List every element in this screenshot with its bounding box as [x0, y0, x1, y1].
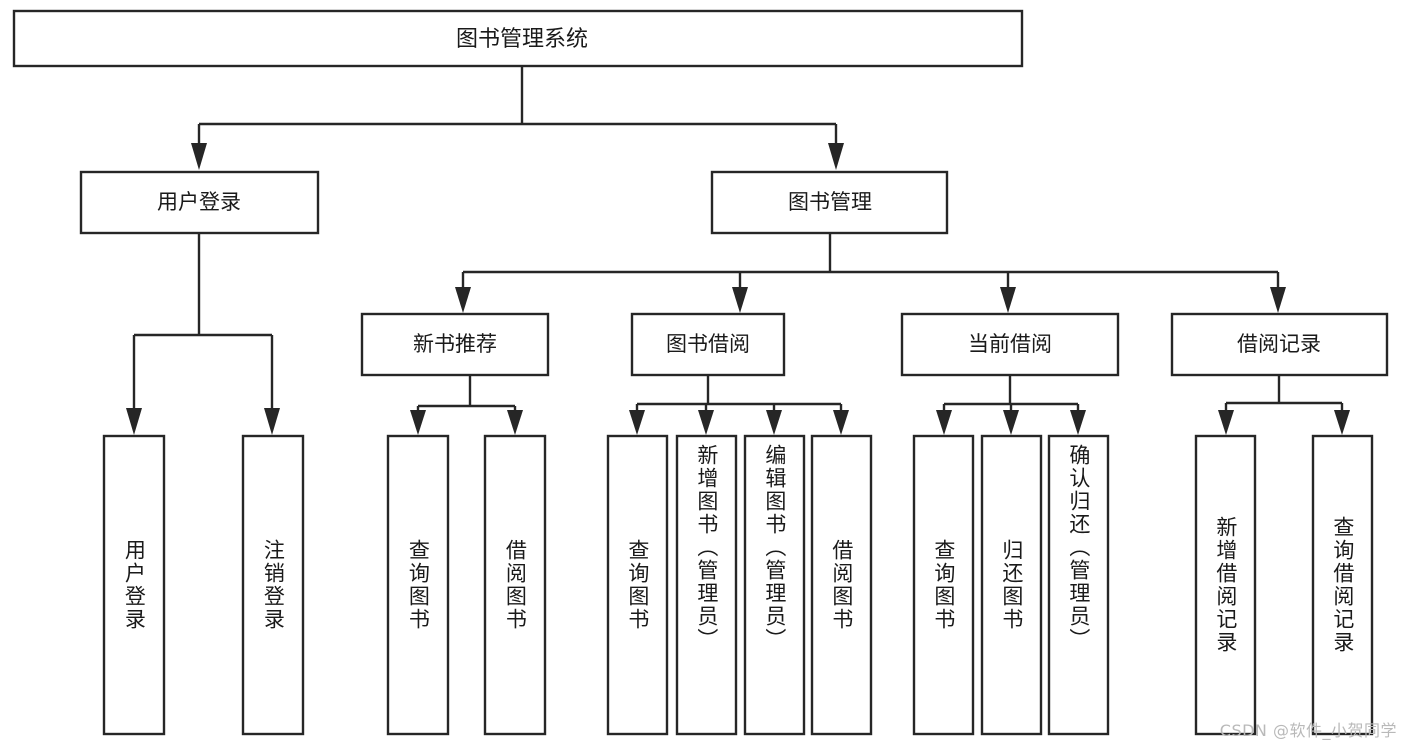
leaf-box-user-login[interactable]	[102, 434, 166, 736]
leaf-box-br-add-record[interactable]	[1194, 434, 1257, 736]
node-borrow-record[interactable]: 借阅记录	[1170, 312, 1389, 377]
connector-bookmgmt-to-level3	[455, 233, 1286, 313]
csdn-watermark: CSDN @软件_小贺同学	[1219, 721, 1397, 740]
leaf-box-logout[interactable]	[241, 434, 305, 736]
node-root-system[interactable]: 图书管理系统	[12, 9, 1024, 68]
leaf-box-bb-edit-book[interactable]	[743, 434, 806, 736]
node-current-borrow-label: 当前借阅	[968, 332, 1052, 356]
node-book-borrow-label: 图书借阅	[666, 332, 750, 356]
node-book-management[interactable]: 图书管理	[710, 170, 949, 235]
leaf-box-br-query-record[interactable]	[1311, 434, 1374, 736]
node-user-login[interactable]: 用户登录	[79, 170, 320, 235]
leaf-box-bb-query-book[interactable]	[606, 434, 669, 736]
leaf-box-nb-borrow-book[interactable]	[483, 434, 547, 736]
leaf-box-cb-confirm-return[interactable]	[1047, 434, 1110, 736]
connector-borrowrecord-to-leaves	[1218, 375, 1350, 435]
node-borrow-record-label: 借阅记录	[1237, 332, 1321, 356]
connector-currentborrow-to-leaves	[936, 375, 1086, 435]
node-new-book-recommend-label: 新书推荐	[413, 332, 497, 356]
connector-root-to-level2	[191, 66, 844, 170]
node-user-login-label: 用户登录	[157, 190, 241, 214]
node-new-book-recommend[interactable]: 新书推荐	[360, 312, 550, 377]
leaf-box-bb-add-book[interactable]	[675, 434, 738, 736]
node-book-borrow[interactable]: 图书借阅	[630, 312, 786, 377]
leaf-box-nb-query-book[interactable]	[386, 434, 450, 736]
connector-newbook-to-leaves	[410, 375, 523, 435]
leaf-box-bb-borrow-book[interactable]	[810, 434, 873, 736]
connector-bookborrow-to-leaves	[629, 375, 849, 435]
node-book-management-label: 图书管理	[788, 190, 872, 214]
leaf-box-cb-return-book[interactable]	[980, 434, 1043, 736]
connector-userlogin-to-leaves	[126, 233, 280, 435]
leaf-box-cb-query-book[interactable]	[912, 434, 975, 736]
node-current-borrow[interactable]: 当前借阅	[900, 312, 1120, 377]
node-root-label: 图书管理系统	[456, 27, 588, 52]
